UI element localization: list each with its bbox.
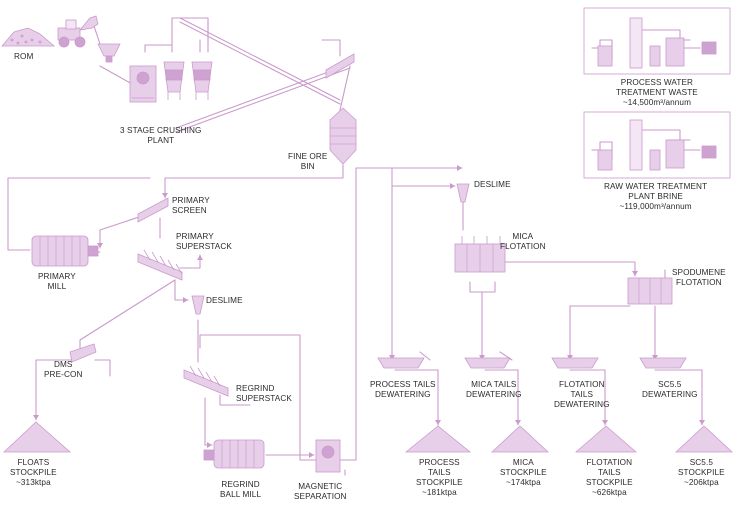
regrind-ball-mill [203, 439, 265, 469]
crusher-jaw [129, 65, 157, 103]
flow-arrows [33, 165, 705, 458]
sc55-stockpile [674, 425, 734, 453]
deslime-cyclone-2 [456, 183, 470, 203]
dms-cyclone [69, 343, 97, 363]
process-water-box [583, 7, 731, 75]
label-deslime-1: DESLIME [206, 296, 243, 305]
flotation-tails-dewatering-screen [551, 357, 599, 369]
flotation-tails-stockpile [574, 425, 638, 453]
mica-stockpile [490, 425, 550, 453]
screen-top [325, 53, 355, 79]
sc55-dewatering-screen [639, 357, 687, 369]
magnetic-separator [315, 439, 341, 473]
fine-ore-bin [329, 107, 357, 165]
primary-superstack [137, 249, 183, 281]
crusher-cone-1 [163, 61, 185, 100]
raw-water-box [583, 111, 731, 179]
mica-flotation-cells [454, 236, 506, 273]
rom-pile [1, 27, 56, 47]
primary-mill [31, 235, 99, 267]
primary-screen [137, 197, 169, 223]
process-tails-dewatering-screen [377, 357, 425, 369]
loader-vehicle [57, 15, 99, 48]
crusher-cone-2 [191, 61, 213, 100]
label-deslime-2: DESLIME [474, 180, 511, 189]
flow-lines [7, 17, 703, 476]
rom-hopper [97, 43, 121, 63]
deslime-cyclone-1 [191, 295, 205, 315]
regrind-superstack [183, 365, 229, 397]
label-rom: ROM [14, 52, 34, 61]
process-tails-stockpile [404, 425, 472, 453]
spodumene-flotation-cells [627, 277, 673, 305]
mica-tails-dewatering-screen [464, 357, 511, 369]
floats-stockpile [2, 421, 72, 453]
